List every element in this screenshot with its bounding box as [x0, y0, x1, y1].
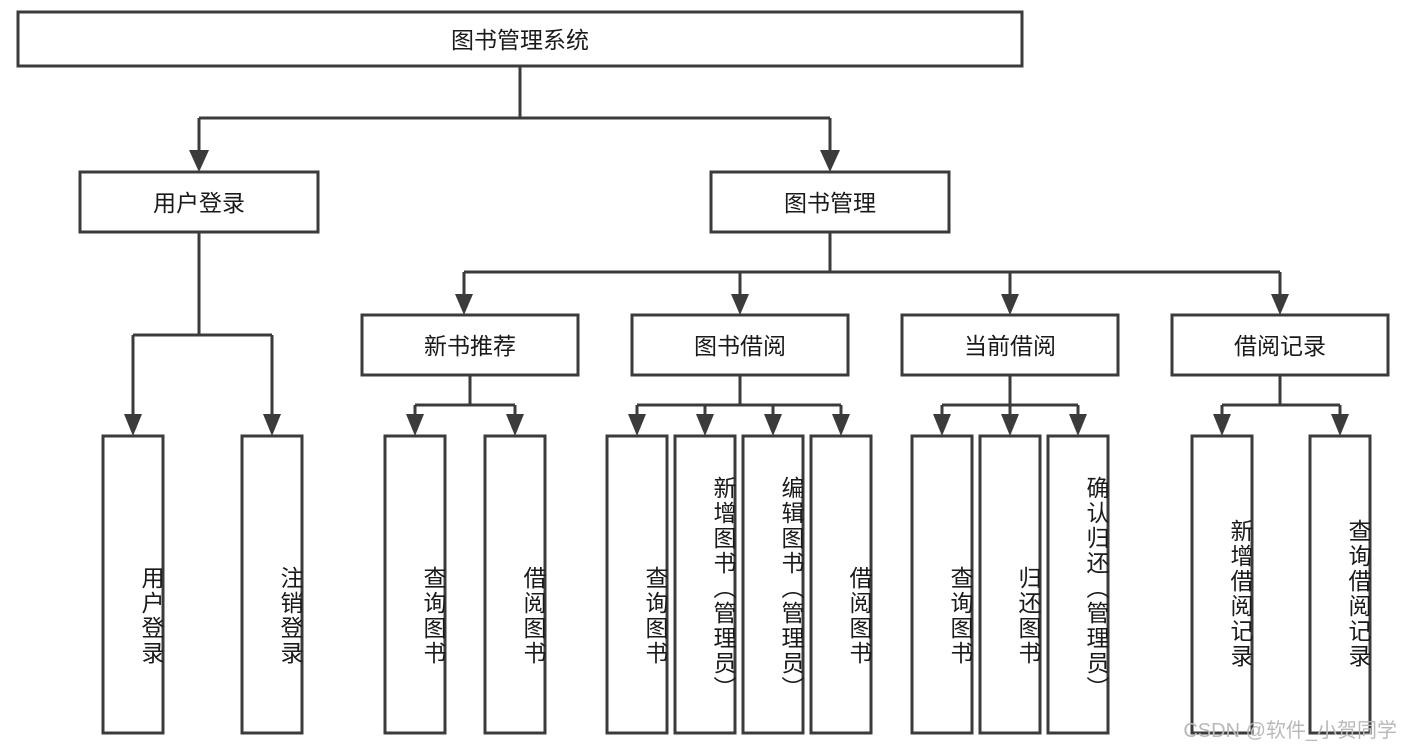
arrow-head-icon: [263, 414, 281, 436]
leaf-add-record-box[interactable]: [1190, 434, 1254, 735]
node-current-borrow-label: 当前借阅: [964, 333, 1056, 359]
arrow-head-icon: [1069, 414, 1087, 436]
arrow-head-icon: [731, 294, 749, 315]
arrow-head-icon: [1331, 414, 1349, 436]
node-user-login-label: 用户登录: [153, 190, 245, 216]
arrow-head-icon: [1213, 414, 1231, 436]
node-user-login-box[interactable]: [78, 170, 320, 234]
arrow-head-icon: [764, 414, 782, 436]
leaf-query-record-box[interactable]: [1308, 434, 1372, 735]
arrow-head-icon: [506, 414, 524, 436]
node-root-box[interactable]: [16, 10, 1024, 68]
connector-bookmanagement-to-level2: [455, 232, 1289, 315]
leaf-borrow-book-1-box[interactable]: [483, 434, 547, 735]
leaf-add-book-box[interactable]: [673, 434, 737, 735]
leaf-user-login-box[interactable]: [101, 434, 165, 735]
node-current-borrow[interactable]: 当前借阅: [900, 313, 1120, 377]
arrow-head-icon: [124, 414, 142, 436]
connector-newbook-to-leaves: [406, 375, 524, 436]
connector-userlogin-to-leaves: [124, 232, 281, 436]
node-root[interactable]: 图书管理系统: [16, 10, 1024, 68]
node-borrow-record[interactable]: 借阅记录: [1170, 313, 1390, 377]
leaf-edit-book-box[interactable]: [741, 434, 805, 735]
node-borrow-record-box[interactable]: [1170, 313, 1390, 377]
leaf-query-book-3-box[interactable]: [910, 434, 974, 735]
connector-bookborrow-to-leaves: [628, 375, 850, 436]
node-new-book-recommend-box[interactable]: [360, 313, 580, 377]
node-user-login[interactable]: 用户登录: [78, 170, 320, 234]
node-current-borrow-box[interactable]: [900, 313, 1120, 377]
arrow-head-icon: [696, 414, 714, 436]
node-book-borrow[interactable]: 图书借阅: [630, 313, 850, 377]
node-book-borrow-label: 图书借阅: [694, 333, 786, 359]
leaf-confirm-return-box[interactable]: [1046, 434, 1110, 735]
arrow-head-icon: [933, 414, 951, 436]
node-book-management-box[interactable]: [709, 170, 951, 234]
connector-currentborrow-to-leaves: [933, 375, 1087, 436]
node-book-management[interactable]: 图书管理: [709, 170, 951, 234]
leaf-query-book-1-box[interactable]: [383, 434, 447, 735]
arrow-head-icon: [455, 294, 473, 315]
node-new-book-recommend-label: 新书推荐: [424, 333, 516, 359]
node-book-management-label: 图书管理: [784, 190, 876, 216]
leaf-logout-box[interactable]: [240, 434, 304, 735]
arrow-head-icon: [1271, 294, 1289, 315]
connector-borrowrecord-to-leaves: [1213, 375, 1349, 436]
arrow-head-icon: [832, 414, 850, 436]
leaf-borrow-book-2-box[interactable]: [809, 434, 873, 735]
node-root-label: 图书管理系统: [451, 27, 589, 53]
arrow-head-icon: [1001, 294, 1019, 315]
arrow-head-icon: [406, 414, 424, 436]
node-new-book-recommend[interactable]: 新书推荐: [360, 313, 580, 377]
arrow-head-icon: [820, 150, 840, 172]
watermark-text: CSDN @软件_小贺同学: [1183, 720, 1397, 742]
connector-root-to-level1: [189, 66, 840, 172]
leaf-return-book-box[interactable]: [978, 434, 1042, 735]
arrow-head-icon: [1001, 414, 1019, 436]
arrow-head-icon: [628, 414, 646, 436]
leaf-query-book-2-box[interactable]: [605, 434, 669, 735]
arrow-head-icon: [189, 150, 209, 172]
node-borrow-record-label: 借阅记录: [1234, 333, 1326, 359]
node-book-borrow-box[interactable]: [630, 313, 850, 377]
